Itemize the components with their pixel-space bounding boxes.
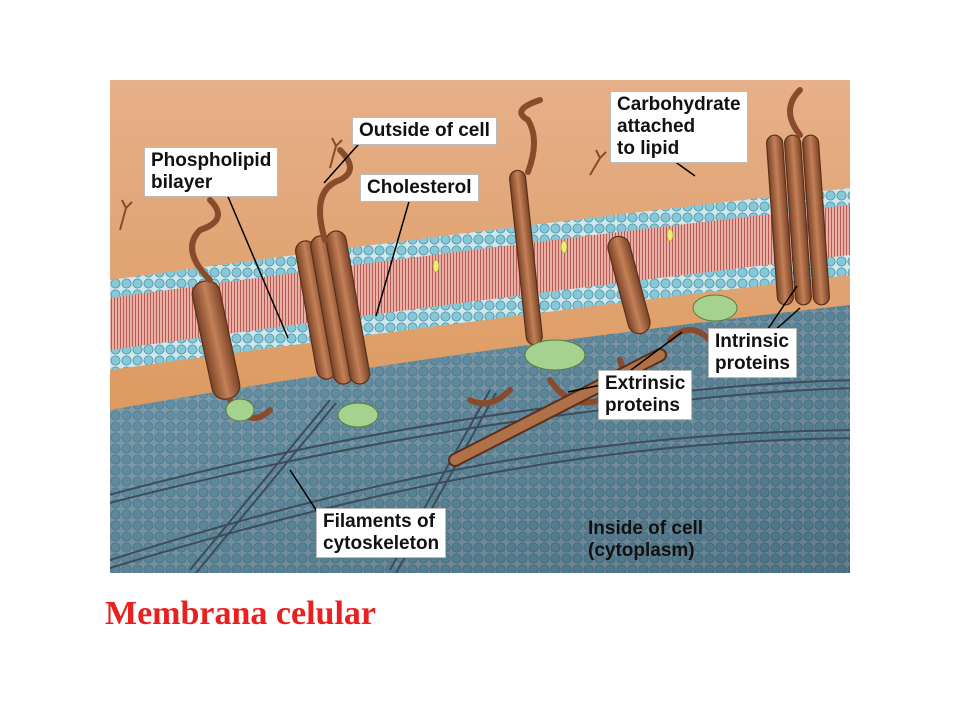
label-phospholipid-bilayer: Phospholipid bilayer	[144, 147, 279, 197]
cytoskeleton-filaments	[110, 379, 850, 573]
caption: Membrana celular	[105, 595, 376, 632]
phospholipid-bilayer	[110, 188, 850, 370]
cell-membrane-diagram: Phospholipid bilayer Outside of cell Cho…	[110, 80, 850, 573]
extrinsic-green-proteins	[225, 294, 738, 428]
intrinsic-proteins	[191, 134, 830, 400]
label-inside-of-cell: Inside of cell (cytoplasm)	[588, 518, 704, 561]
label-filaments-cytoskeleton: Filaments of cytoskeleton	[316, 508, 447, 558]
label-cholesterol: Cholesterol	[360, 174, 479, 202]
outer-heads	[110, 188, 850, 298]
inner-heads	[110, 255, 850, 370]
label-extrinsic-proteins: Extrinsic proteins	[598, 370, 693, 420]
label-carbohydrate: Carbohydrate attached to lipid	[610, 91, 748, 163]
label-outside-of-cell: Outside of cell	[352, 117, 497, 145]
label-intrinsic-proteins: Intrinsic proteins	[708, 328, 797, 378]
tails	[110, 205, 850, 350]
